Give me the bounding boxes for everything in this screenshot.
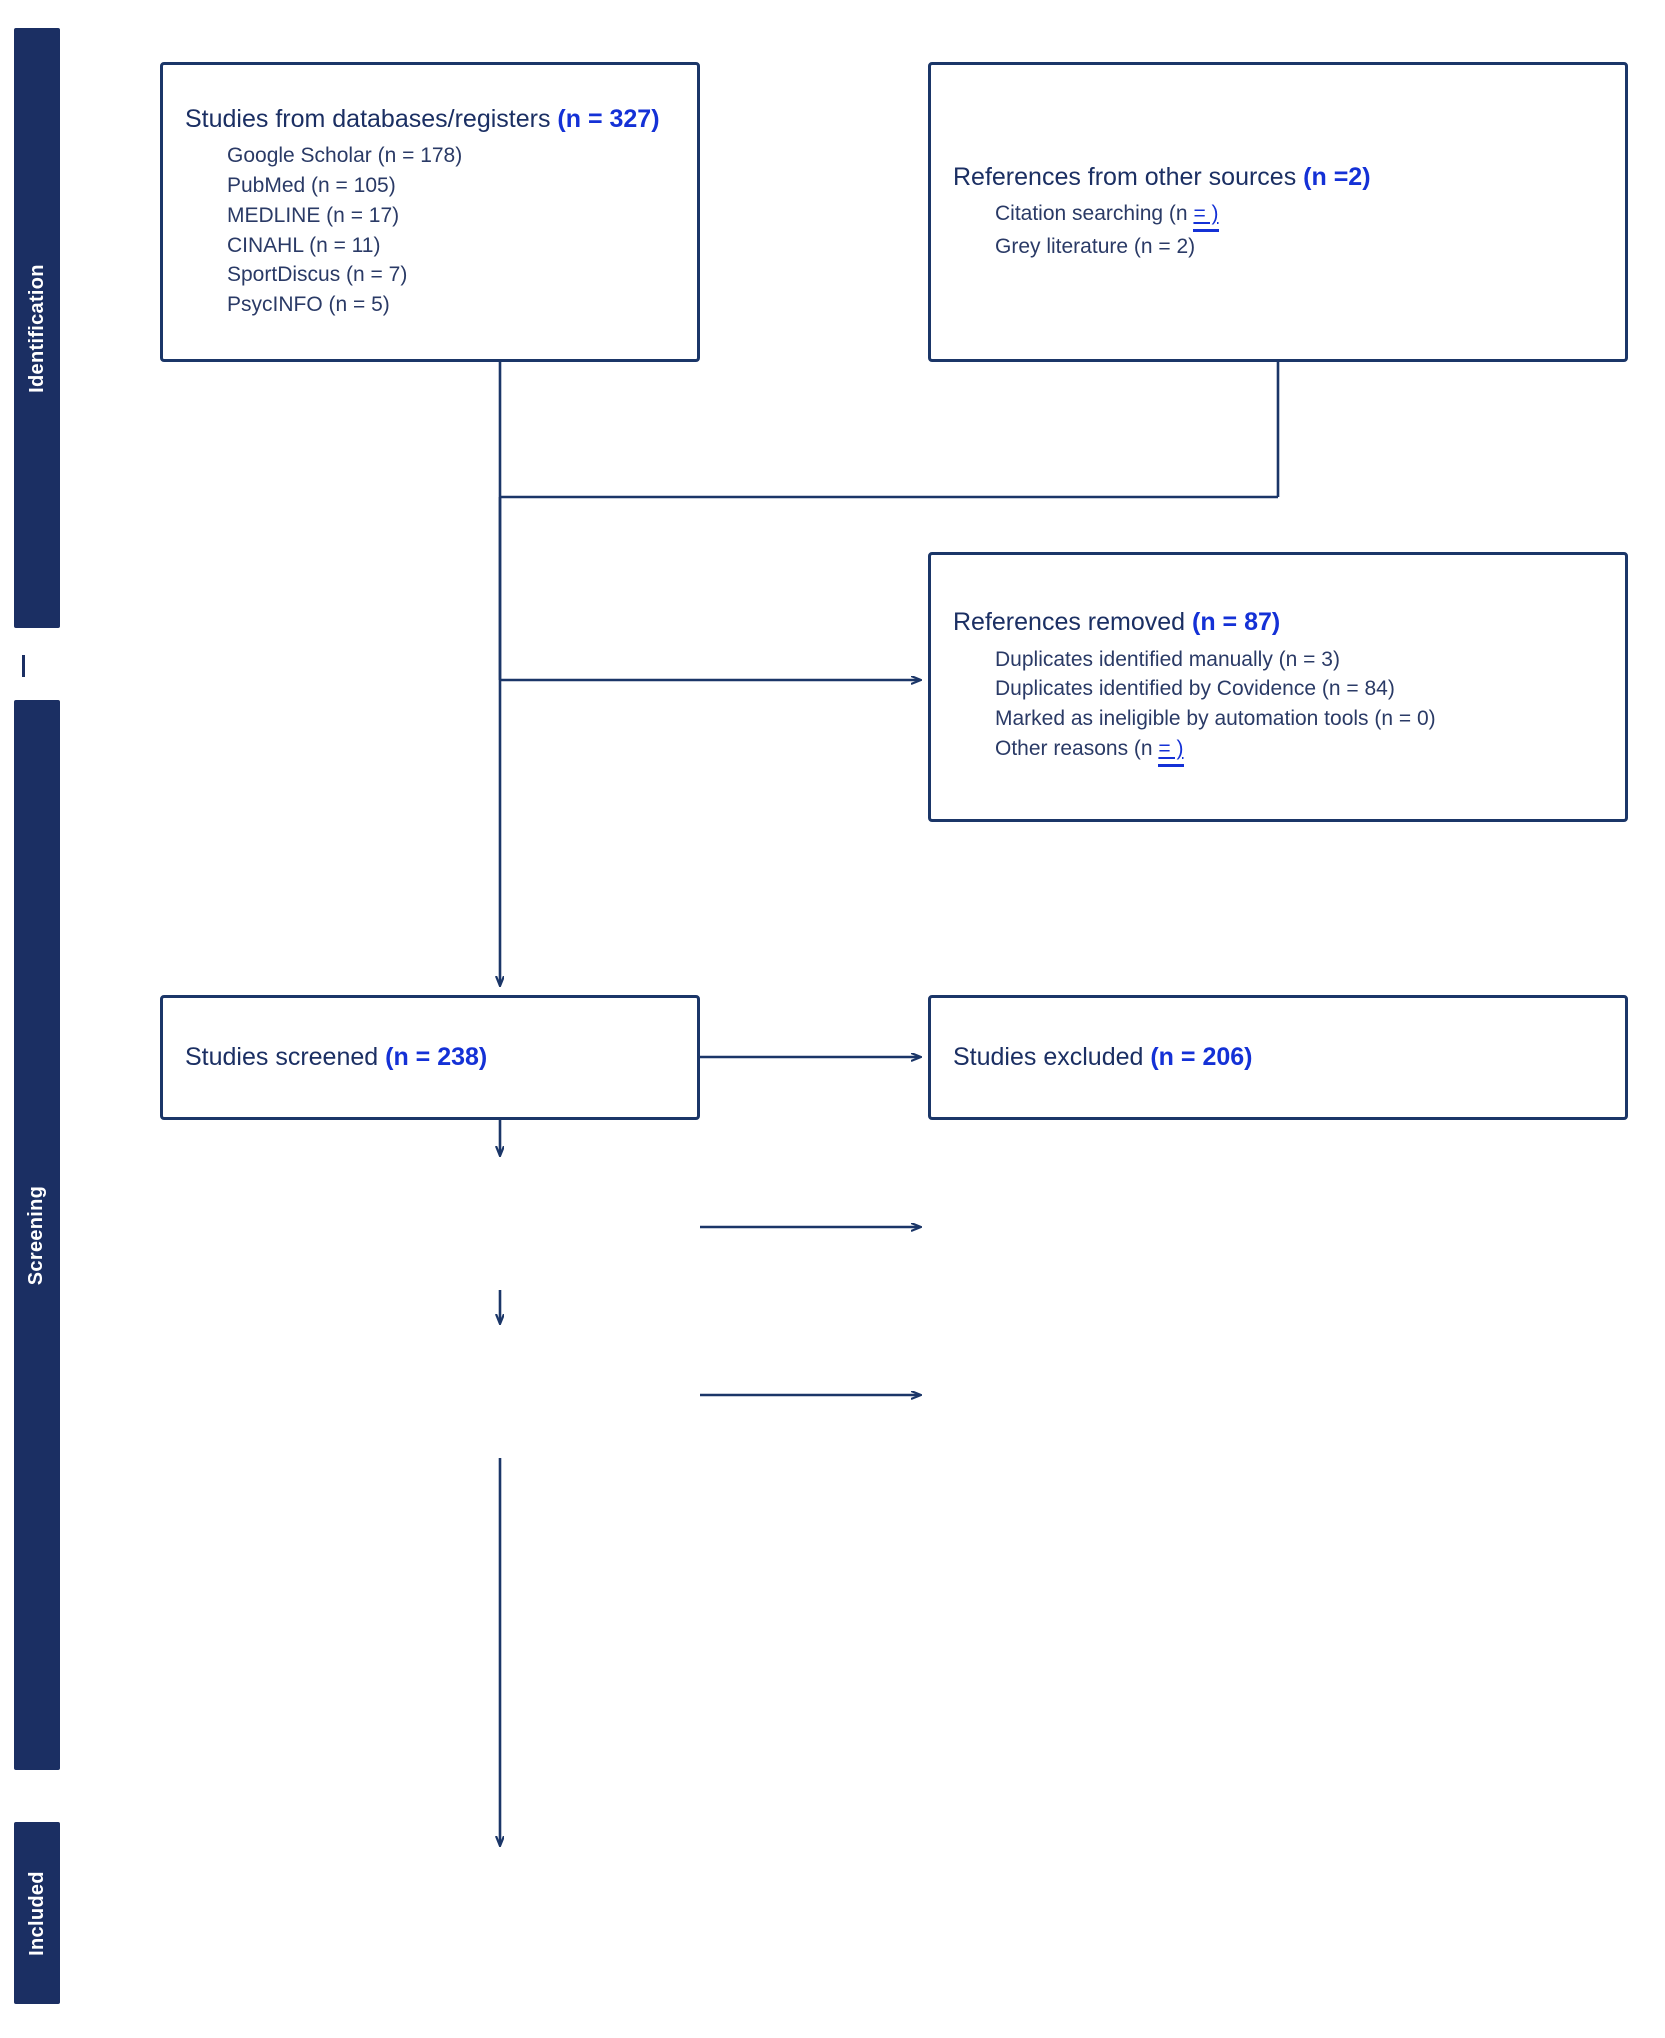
node-references-other-sources: References from other sources (n =2) Cit… <box>928 62 1628 362</box>
node-title: References removed (n = 87) <box>953 608 1281 637</box>
node-sublist: Google Scholar (n = 178) PubMed (n = 105… <box>227 141 675 320</box>
blank-count: = ) <box>1158 734 1185 767</box>
phase-bar-identification: Identification <box>14 28 60 628</box>
phase-label-screening: Screening <box>25 1185 48 1285</box>
blank-count: = ) <box>1193 199 1220 233</box>
list-item: PsycINFO (n = 5) <box>227 293 390 317</box>
list-item: Marked as ineligible by automation tools… <box>995 707 1436 731</box>
node-count: (n = 327) <box>557 104 660 133</box>
phase-label-included: Included <box>25 1870 48 1956</box>
node-sublist: Duplicates identified manually (n = 3) D… <box>995 645 1603 767</box>
phase-divider-tick <box>22 655 25 677</box>
node-title: References from other sources (n =2) <box>953 163 1371 192</box>
list-item: SportDiscus (n = 7) <box>227 263 408 287</box>
node-references-removed: References removed (n = 87) Duplicates i… <box>928 552 1628 822</box>
node-studies-screened: Studies screened (n = 238) <box>160 995 700 1120</box>
phase-label-identification: Identification <box>25 263 48 393</box>
node-count: (n =2) <box>1303 163 1371 192</box>
list-item: PubMed (n = 105) <box>227 174 396 197</box>
node-count: (n = 87) <box>1192 608 1281 637</box>
node-count: (n = 238) <box>385 1042 488 1071</box>
list-item: Google Scholar (n = 178) <box>227 144 463 168</box>
node-title: Studies screened (n = 238) <box>185 1042 488 1071</box>
node-title: Studies excluded (n = 206) <box>953 1042 1253 1071</box>
node-count: (n = 206) <box>1150 1042 1253 1071</box>
node-sublist: Citation searching (n = ) Grey literatur… <box>995 199 1603 262</box>
list-item: Grey literature (n = 2) <box>995 235 1196 259</box>
phase-bar-screening: Screening <box>14 700 60 1770</box>
list-item: Citation searching (n = ) <box>995 199 1603 233</box>
node-title: Studies from databases/registers (n = 32… <box>185 104 660 133</box>
phase-bar-included: Included <box>14 1822 60 2004</box>
node-studies-from-databases: Studies from databases/registers (n = 32… <box>160 62 700 362</box>
list-item: Duplicates identified by Covidence (n = … <box>995 677 1395 701</box>
list-item: MEDLINE (n = 17) <box>227 203 400 227</box>
list-item: Other reasons (n = ) <box>995 734 1603 767</box>
node-studies-excluded-screening: Studies excluded (n = 206) <box>928 995 1628 1120</box>
list-item: Duplicates identified manually (n = 3) <box>995 647 1340 671</box>
list-item: CINAHL (n = 11) <box>227 233 381 257</box>
